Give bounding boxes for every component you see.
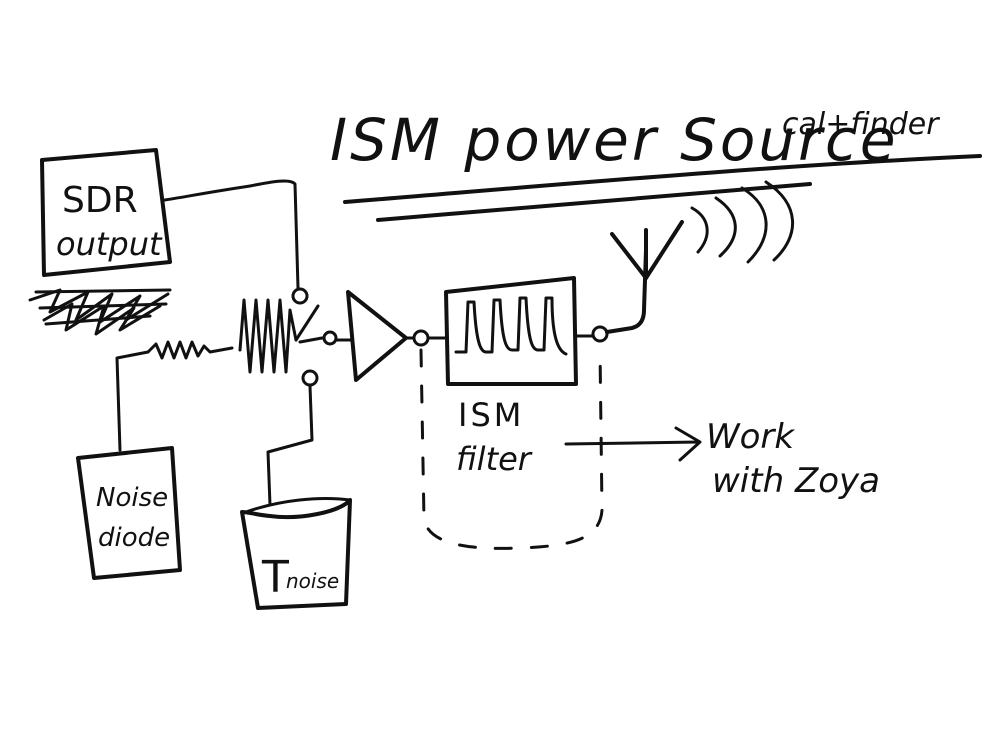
noise-diode-line2: diode [98, 523, 170, 553]
switch-terminal-top [291, 287, 309, 305]
tnoise-sub: noise [286, 569, 339, 593]
noise-diode-block: Noise diode [76, 446, 182, 580]
sdr-label-line2: output [56, 225, 163, 263]
noise-diode-box [76, 446, 182, 580]
selector-switch [291, 287, 354, 387]
wire-switch-to-tnoise [266, 384, 314, 507]
sdr-box [40, 148, 172, 277]
noise-diode-line1: Noise [96, 483, 168, 513]
filter-box [444, 276, 578, 386]
title-text: ISM power Source [330, 106, 899, 174]
ism-filter-block: ISM filter [444, 276, 578, 478]
title-group: ISM power Source cal+finder [330, 106, 982, 222]
filter-output-terminal [591, 325, 609, 343]
wire-sdr-to-switch [163, 179, 300, 290]
radiation-waves-icon [690, 180, 795, 264]
filter-response-curve [454, 296, 568, 356]
attenuator-zigzag [238, 298, 298, 374]
filter-label-line2: filter [456, 440, 533, 478]
switch-terminal-mid [322, 330, 338, 346]
annotation-line1: Work [706, 417, 795, 457]
amp-output-terminal [412, 329, 430, 347]
switch-arm [294, 304, 354, 344]
title-underline-1 [343, 154, 982, 204]
title-note: cal+finder [782, 107, 940, 142]
tnoise-main: T [261, 552, 289, 603]
sdr-output-block: SDR output [40, 148, 172, 277]
switch-terminal-bottom [301, 369, 319, 387]
tnoise-block: T noise [240, 497, 352, 610]
noise-resistor [146, 340, 234, 360]
sdr-label-line1: SDR [62, 180, 138, 221]
title-underline-2 [376, 182, 812, 222]
filter-dashed-enclosure [419, 348, 604, 550]
crossed-out-scribble [28, 288, 172, 336]
wire-to-antenna [605, 248, 648, 334]
filter-label-line1: ISM [458, 396, 524, 434]
annotation-line2: with Zoya [712, 461, 880, 501]
antenna-symbol [610, 220, 684, 280]
amplifier-symbol [346, 290, 408, 382]
wire-noise-diode [115, 350, 150, 452]
annotation-arrow [564, 426, 702, 462]
